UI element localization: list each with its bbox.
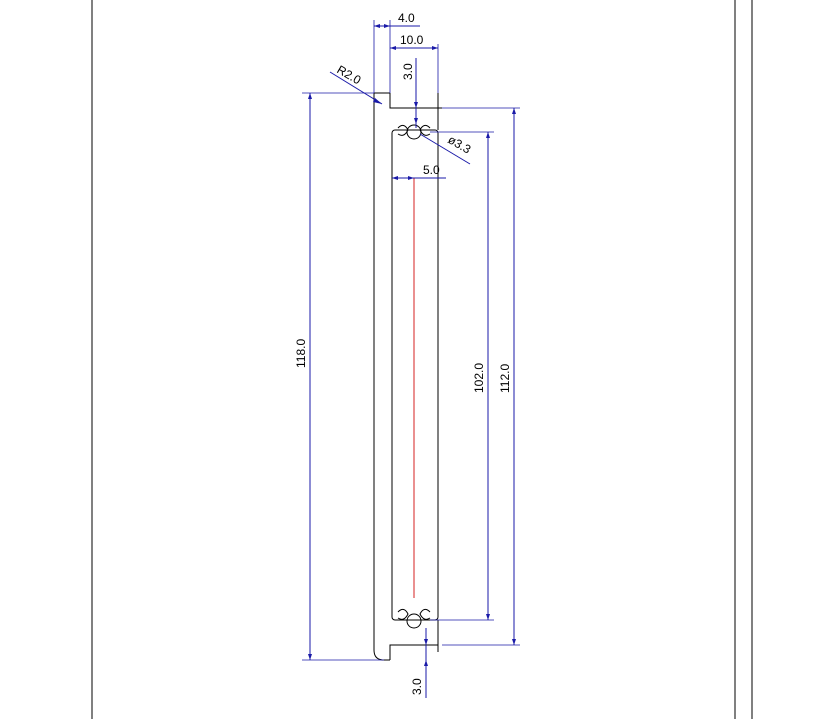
dim-mid-height	[442, 107, 520, 646]
dim-label-mid-height: 112.0	[498, 364, 512, 393]
dim-label-10: 10.0	[400, 33, 424, 47]
bottom-keyhole	[397, 608, 431, 629]
dim-label-hole-spacing: 102.0	[472, 363, 486, 393]
dim-label-4: 4.0	[398, 11, 415, 25]
dim-label-hole-diameter: ø3.3	[446, 132, 474, 156]
dim-hole-offset-bottom	[424, 628, 428, 698]
dim-hole-spacing	[430, 131, 494, 621]
dim-hole-diameter	[419, 133, 471, 165]
dim-overall-height	[302, 92, 384, 661]
dim-top-width-10	[390, 44, 439, 93]
dim-hole-inset	[392, 176, 446, 180]
dim-top-width-4	[373, 20, 420, 93]
dim-label-hole-offset-top: 3.0	[401, 63, 415, 80]
dim-label-hole-inset: 5.0	[423, 163, 440, 177]
dim-corner-radius	[329, 71, 383, 105]
dim-label-hole-offset-bottom: 3.0	[410, 678, 424, 695]
top-keyhole	[397, 124, 431, 140]
dim-hole-offset-top	[414, 58, 418, 128]
dim-label-overall-height: 118.0	[294, 339, 308, 368]
